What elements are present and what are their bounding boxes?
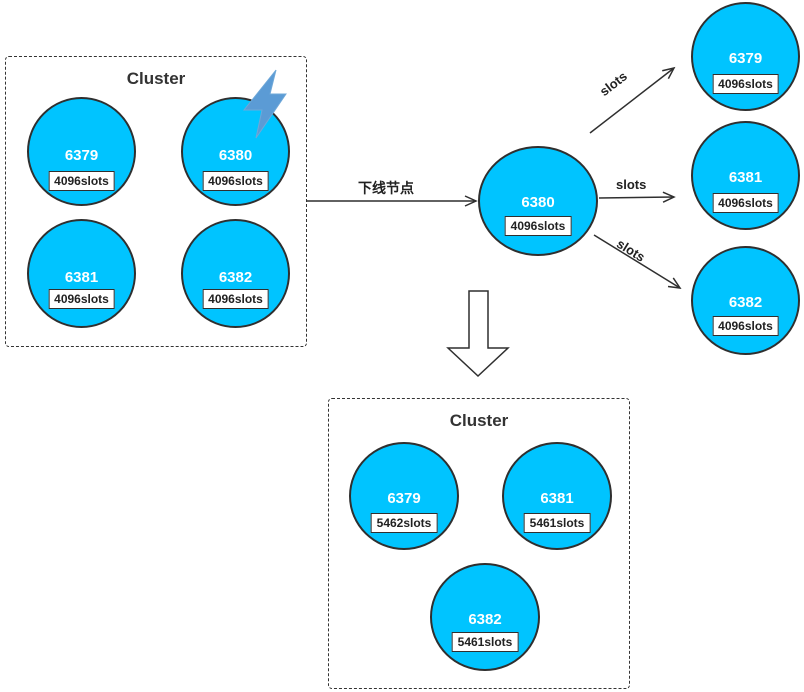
node-slots: 4096slots bbox=[712, 74, 779, 94]
slots-arrow-to-6379 bbox=[589, 66, 676, 134]
node-port: 6381 bbox=[728, 169, 763, 186]
node-6380-offline: 6380 4096slots bbox=[478, 146, 598, 256]
result-node-6382: 6382 5461slots bbox=[430, 563, 540, 671]
node-slots: 4096slots bbox=[202, 171, 269, 191]
slots-arrow-to-6382 bbox=[593, 234, 682, 289]
node-slots: 4096slots bbox=[48, 289, 115, 309]
result-cluster-box: Cluster bbox=[328, 398, 630, 689]
node-slots: 5461slots bbox=[451, 632, 519, 652]
node-port: 6382 bbox=[468, 611, 502, 628]
node-port: 6379 bbox=[728, 50, 763, 67]
target-node-6379: 6379 4096slots bbox=[691, 2, 800, 111]
node-6379: 6379 4096slots bbox=[27, 97, 136, 206]
node-port: 6381 bbox=[64, 269, 99, 286]
node-slots: 4096slots bbox=[504, 216, 572, 236]
offline-label: 下线节点 bbox=[358, 180, 414, 196]
node-port: 6382 bbox=[218, 269, 253, 286]
node-slots: 4096slots bbox=[202, 289, 269, 309]
node-port: 6380 bbox=[521, 194, 555, 211]
down-flow-arrow bbox=[446, 290, 510, 378]
lightning-icon bbox=[242, 69, 287, 139]
result-node-6379: 6379 5462slots bbox=[349, 442, 459, 550]
result-node-6381: 6381 5461slots bbox=[502, 442, 612, 550]
target-node-6382: 6382 4096slots bbox=[691, 246, 800, 355]
node-port: 6380 bbox=[218, 147, 253, 164]
slots-label-mid: slots bbox=[616, 177, 647, 192]
node-6382: 6382 4096slots bbox=[181, 219, 290, 328]
node-slots: 5462slots bbox=[370, 513, 438, 533]
node-port: 6379 bbox=[387, 490, 421, 507]
node-port: 6379 bbox=[64, 147, 99, 164]
node-port: 6381 bbox=[540, 490, 574, 507]
node-slots: 4096slots bbox=[48, 171, 115, 191]
node-slots: 5461slots bbox=[523, 513, 591, 533]
target-node-6381: 6381 4096slots bbox=[691, 121, 800, 230]
node-6381: 6381 4096slots bbox=[27, 219, 136, 328]
slots-arrow-to-6381 bbox=[598, 191, 676, 203]
node-slots: 4096slots bbox=[712, 193, 779, 213]
cluster-title: Cluster bbox=[449, 411, 509, 430]
node-slots: 4096slots bbox=[712, 316, 779, 336]
original-cluster-box: Cluster bbox=[5, 56, 307, 347]
cluster-title: Cluster bbox=[126, 69, 186, 88]
node-port: 6382 bbox=[728, 294, 763, 311]
